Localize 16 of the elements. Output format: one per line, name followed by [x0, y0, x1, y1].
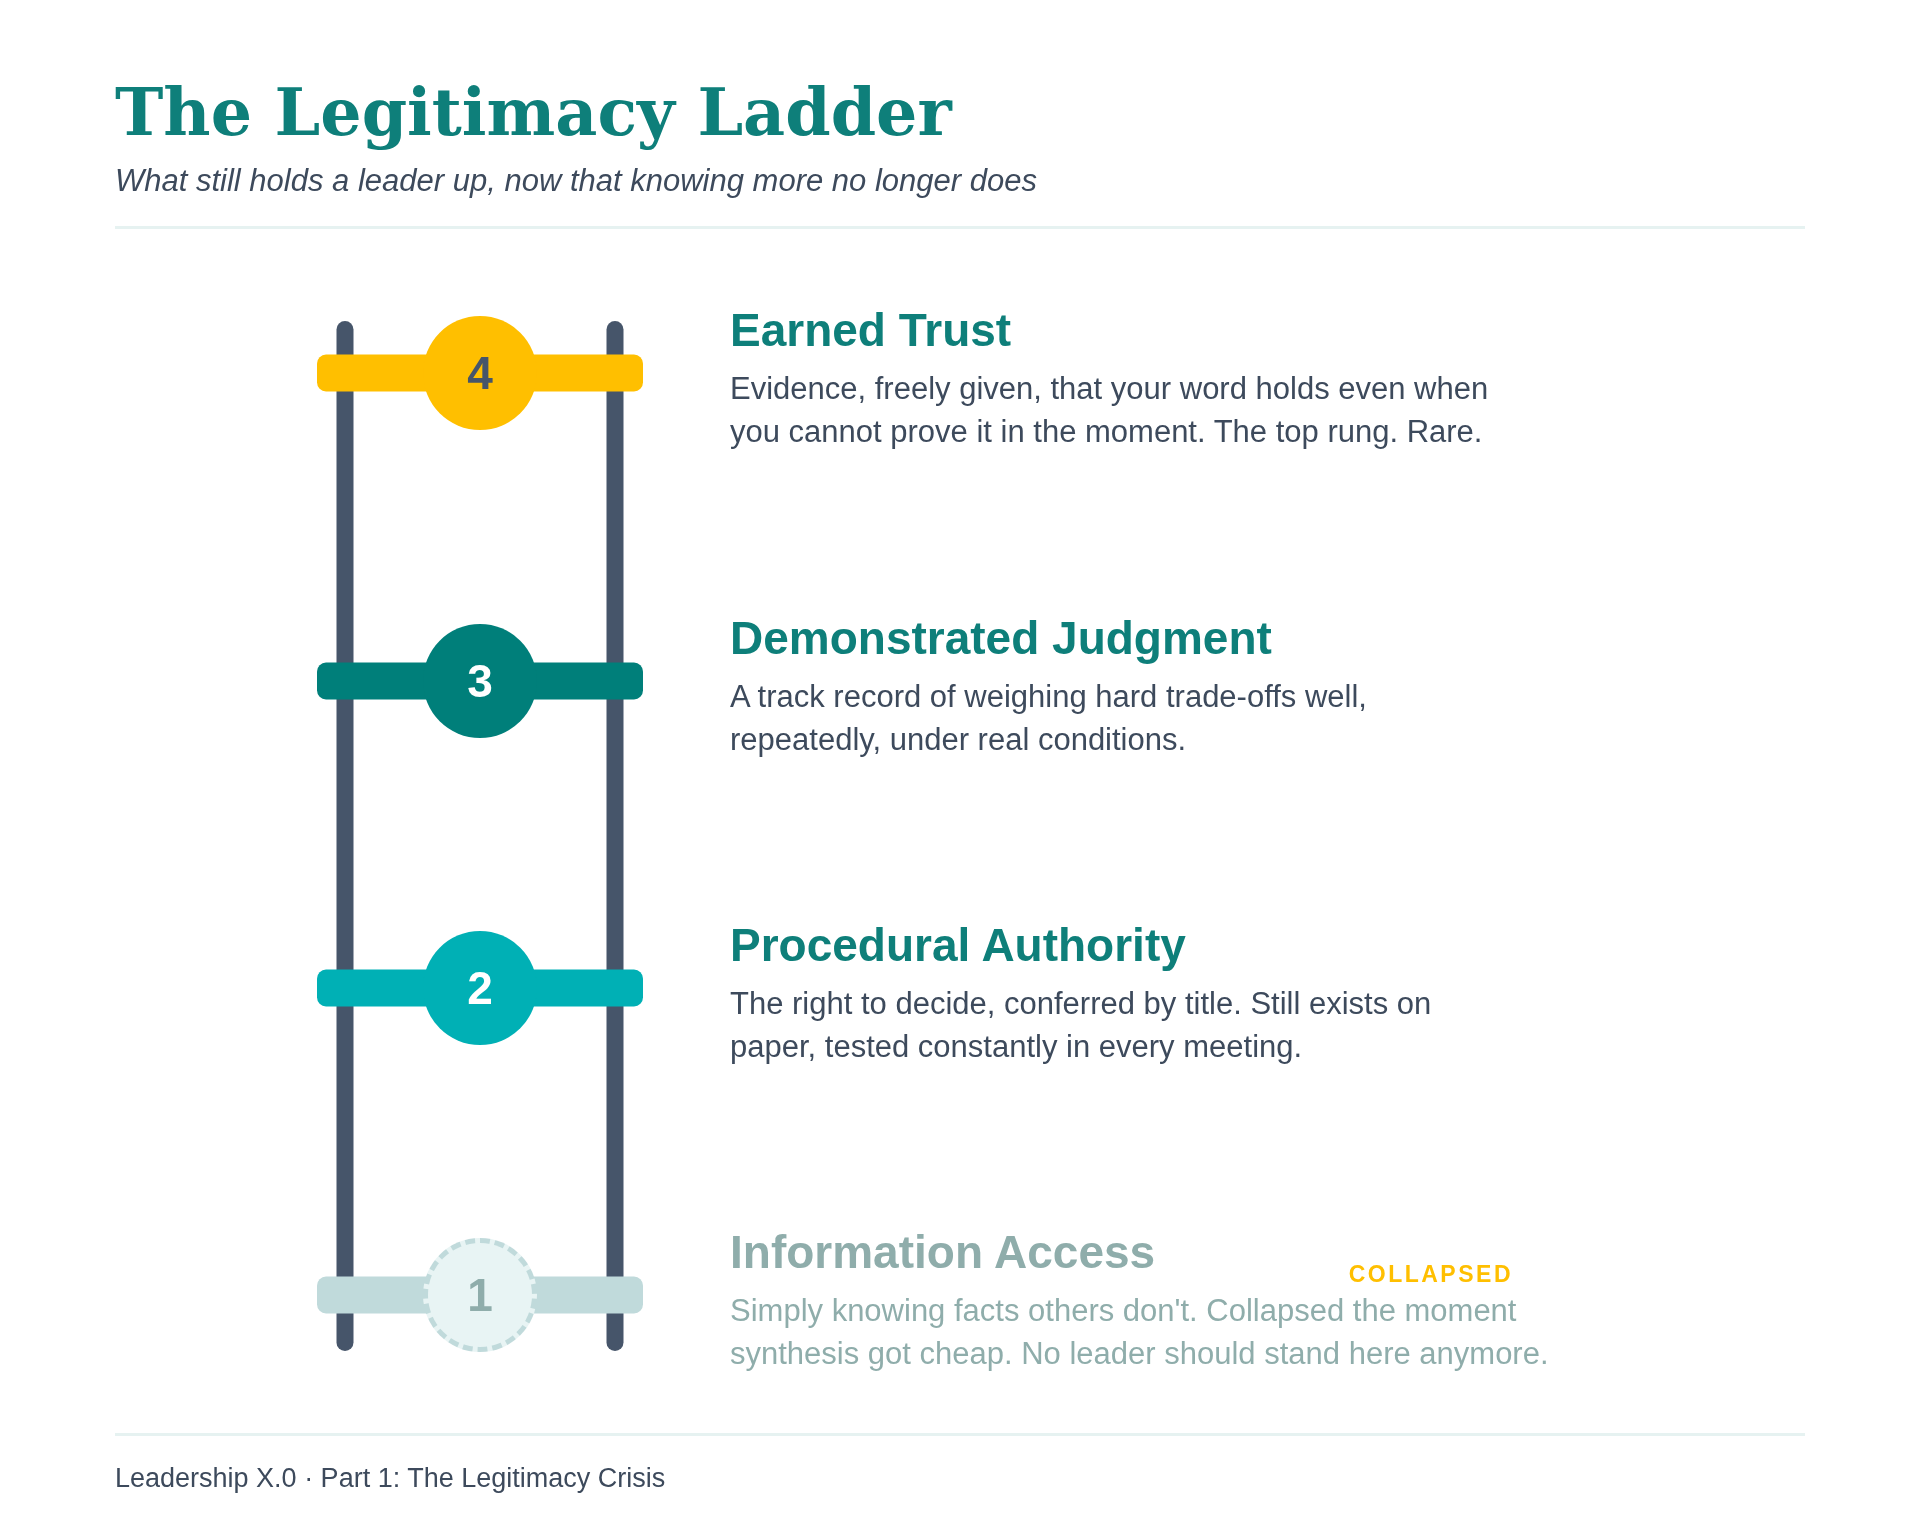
step-description: The right to decide, conferred by title. Still exists on paper, tested constantly in every meeting.	[730, 985, 1433, 1066]
step-description: Evidence, freely given, that your word holds even when you cannot prove it in the moment. The top rung. Rare.	[730, 370, 1490, 451]
step-heading: Procedural Authority	[730, 919, 1186, 971]
rung-number-circle: 1	[423, 1238, 537, 1352]
rung-number-circle: 4	[423, 316, 537, 430]
status-label: COLLAPSED	[1348, 1261, 1513, 1287]
subtitle: What still holds a leader up, now that knowing more no longer does	[115, 163, 1037, 199]
step-description: A track record of weighing hard trade-offs well, repeatedly, under real conditions.	[730, 678, 1368, 759]
step-heading: Information Access	[730, 1226, 1156, 1278]
step-description: Simply knowing facts others don't. Collapsed the moment synthesis got cheap. No leader should stand here anymore.	[730, 1292, 1550, 1373]
rung-number-circle: 2	[423, 931, 537, 1045]
rung-number-circle: 3	[423, 624, 537, 738]
step-heading: Demonstrated Judgment	[730, 612, 1272, 664]
page-title: The Legitimacy Ladder	[115, 73, 952, 152]
footer-text: Leadership X.0 · Part 1: The Legitimacy Crisis	[115, 1462, 666, 1494]
step-heading: Earned Trust	[730, 304, 1012, 356]
